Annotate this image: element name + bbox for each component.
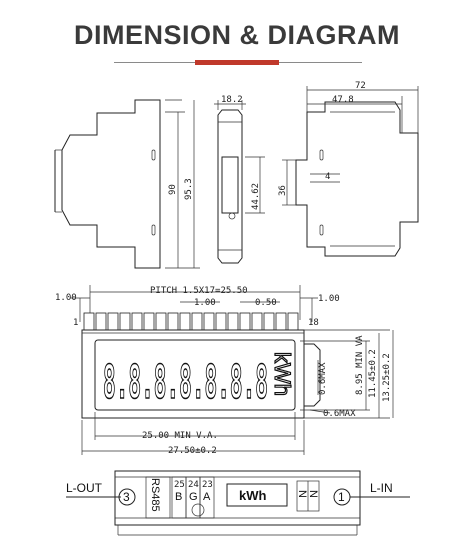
lcd-pin bbox=[119, 312, 131, 331]
profile-view: 72 47.8 36 4 bbox=[278, 81, 419, 257]
page-title: DIMENSION & DIAGRAM bbox=[74, 20, 400, 50]
lcd-pin bbox=[107, 312, 119, 331]
lcd-pin bbox=[275, 312, 287, 331]
lcd-pin bbox=[215, 312, 227, 331]
dim-lcd-overall-width: 27.50±0.2 bbox=[168, 446, 217, 456]
dim-lcd-pitch: PITCH 1.5X17=25.50 bbox=[150, 286, 248, 296]
wiring-diagram: L-OUT L-IN 3 1 RS485 25 24 23 B G A kWh … bbox=[66, 470, 410, 536]
dim-front-height-inner: 90 bbox=[168, 184, 178, 195]
lcd-pin bbox=[167, 312, 179, 331]
lcd-pin bbox=[143, 312, 155, 331]
terminal-letter-a: A bbox=[203, 491, 211, 503]
dim-rail-height: 36 bbox=[278, 185, 288, 196]
dim-rail-gap: 4 bbox=[325, 172, 330, 182]
lcd-pin bbox=[251, 312, 263, 331]
title-accent-bar bbox=[195, 60, 279, 65]
dim-side-width: 18.2 bbox=[221, 95, 243, 105]
lcd-pin bbox=[95, 312, 107, 331]
terminal-letter-b: B bbox=[175, 491, 182, 503]
label-l-in: L-IN bbox=[370, 481, 393, 495]
lcd-pin-first: 1 bbox=[73, 318, 78, 328]
terminal-num-24: 24 bbox=[188, 480, 199, 490]
lcd-unit: kWh bbox=[270, 352, 295, 396]
dim-lcd-06max-b: 0.6MAX bbox=[323, 409, 356, 419]
dim-overall-width: 72 bbox=[355, 81, 366, 91]
lcd-pin-last: 18 bbox=[308, 318, 319, 328]
dim-front-height-outer: 95.3 bbox=[184, 178, 194, 200]
terminal-n-left: N bbox=[296, 490, 308, 498]
lcd-pin bbox=[155, 312, 167, 331]
lcd-pins bbox=[83, 312, 299, 331]
label-rs485: RS485 bbox=[149, 478, 161, 512]
dim-lcd-right-margin: 1.00 bbox=[318, 294, 340, 304]
terminal-n-right: N bbox=[307, 490, 319, 498]
lcd-pin bbox=[263, 312, 275, 331]
dim-depth: 47.8 bbox=[332, 95, 354, 105]
lcd-pin bbox=[227, 312, 239, 331]
lcd-digits: 8.8.8.8.8.8.8 bbox=[103, 355, 268, 409]
lcd-pin bbox=[287, 312, 299, 331]
dim-lcd-pin-space: 0.50 bbox=[255, 298, 277, 308]
dim-lcd-06max-a: 0.6MAX bbox=[318, 362, 328, 395]
lcd-pin bbox=[191, 312, 203, 331]
lcd-pin bbox=[203, 312, 215, 331]
front-view: 90 95.3 bbox=[54, 99, 200, 269]
lcd-drawing: PITCH 1.5X17=25.50 1.00 1.00 1.00 0.50 1… bbox=[55, 285, 394, 456]
dim-lcd-min-height: 8.95 MIN VA bbox=[355, 335, 365, 395]
terminal-letter-g: G bbox=[189, 491, 198, 503]
terminal-num-25: 25 bbox=[174, 480, 185, 490]
dim-lcd-height-1: 11.45±0.2 bbox=[368, 349, 378, 398]
terminal-num-23: 23 bbox=[202, 480, 213, 490]
dim-lcd-min-width: 25.00 MIN V.A. bbox=[142, 431, 218, 441]
terminal-left-number: 3 bbox=[123, 490, 130, 504]
terminal-right-number: 1 bbox=[338, 490, 345, 504]
dim-lcd-height-2: 13.25±0.2 bbox=[382, 353, 392, 402]
lcd-pin bbox=[131, 312, 143, 331]
lcd-pin bbox=[239, 312, 251, 331]
wiring-display: kWh bbox=[239, 488, 267, 503]
dim-lcd-left-margin: 1.00 bbox=[55, 293, 77, 303]
dim-window-height: 44.62 bbox=[251, 183, 261, 210]
dim-lcd-pin-width: 1.00 bbox=[194, 298, 216, 308]
lcd-pin bbox=[179, 312, 191, 331]
label-l-out: L-OUT bbox=[66, 481, 103, 495]
lcd-pin bbox=[83, 312, 95, 331]
side-view: 18.2 44.62 bbox=[214, 95, 265, 264]
